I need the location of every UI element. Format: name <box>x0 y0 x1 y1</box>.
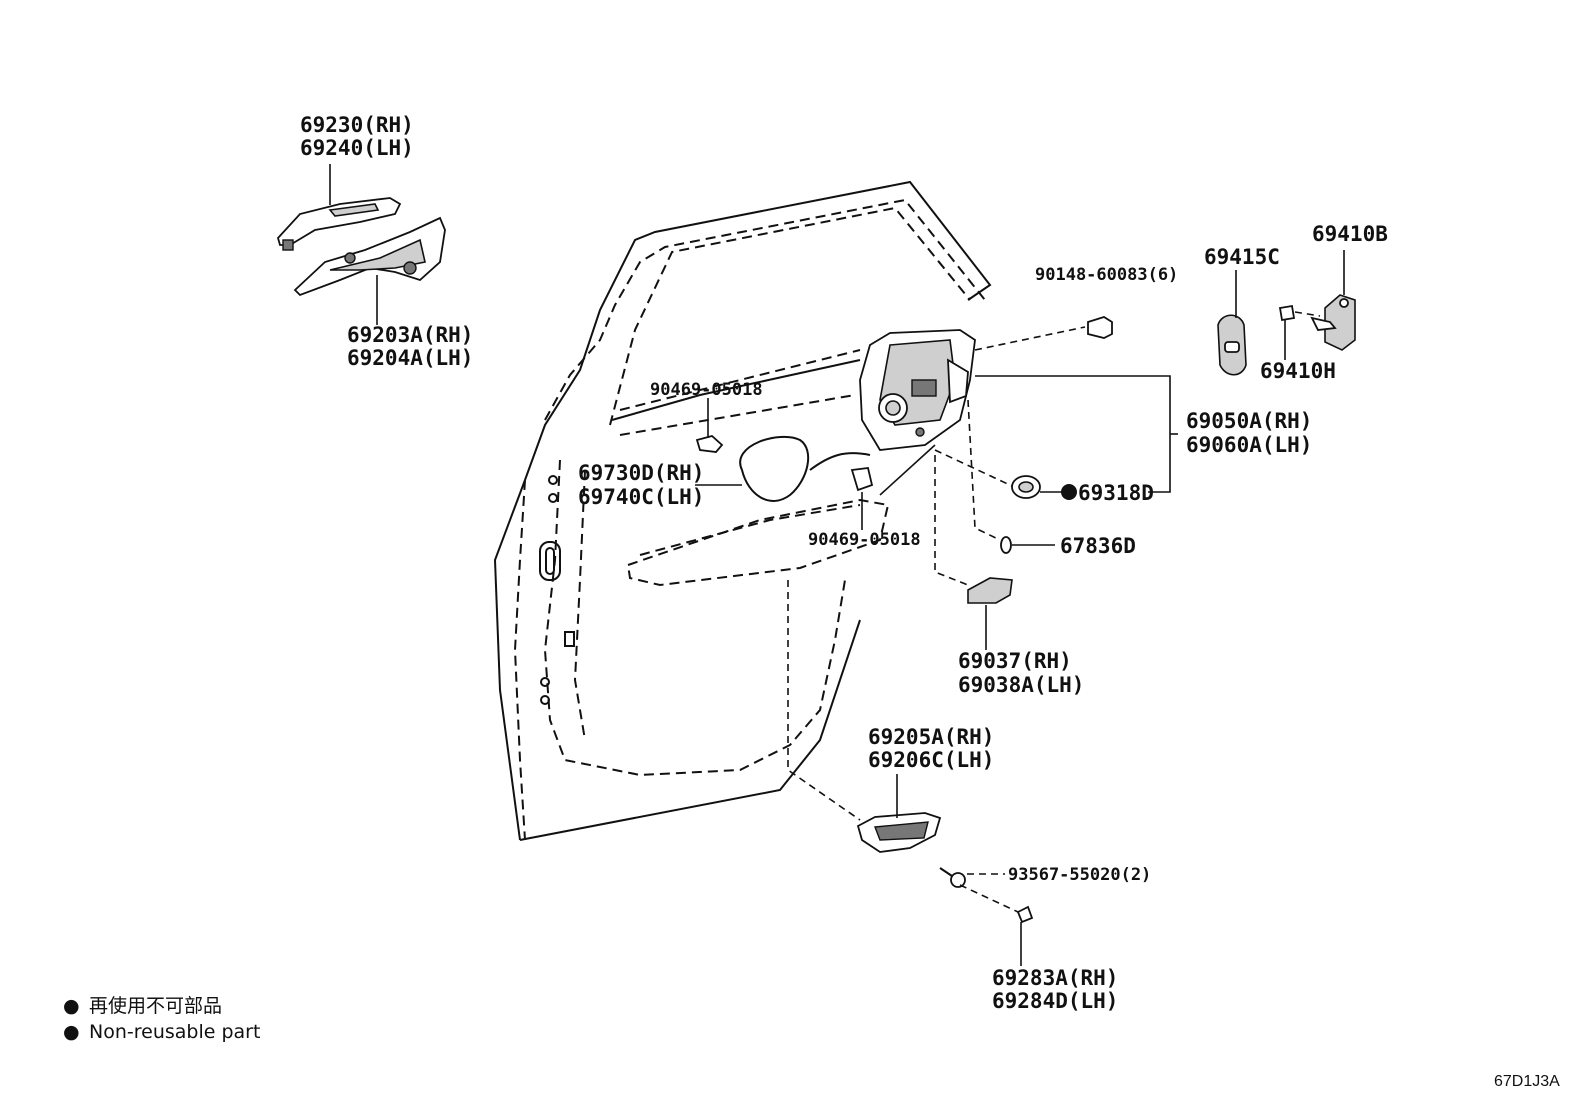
label-handle-frame-rh: 69203A(RH) <box>347 323 473 347</box>
label-cover: 69415C <box>1204 245 1280 269</box>
label-striker: 69410B <box>1312 222 1388 246</box>
door-lock-assembly <box>859 329 976 451</box>
leader-lines <box>329 164 1345 966</box>
inner-door-handle <box>856 812 942 853</box>
seal-ring <box>1011 475 1041 499</box>
label-seal-ring: 69318D <box>1078 481 1154 505</box>
non-reusable-marker <box>1061 484 1077 500</box>
legend: ● 再使用不可部品 ● Non-reusable part <box>63 995 260 1043</box>
label-clip-lower: 90469-05018 <box>808 530 921 550</box>
door-panel-outline <box>493 180 992 841</box>
label-outside-handle-lh: 69240(LH) <box>300 136 414 160</box>
label-lock-assy-lh: 69060A(LH) <box>1186 433 1312 457</box>
label-cable-rh: 69730D(RH) <box>578 461 704 485</box>
label-inner-handle-rh: 69205A(RH) <box>868 725 994 749</box>
clip-upper <box>695 435 724 453</box>
label-cap-rh: 69283A(RH) <box>992 966 1118 990</box>
grommet <box>1000 536 1012 554</box>
label-handle-frame-lh: 69204A(LH) <box>347 346 473 370</box>
cover <box>1217 314 1247 376</box>
lock-cable <box>739 435 871 502</box>
outside-door-handle <box>276 197 402 251</box>
label-grommet: 67836D <box>1060 534 1136 558</box>
label-outside-handle-rh: 69230(RH) <box>300 113 414 137</box>
striker <box>1310 294 1356 351</box>
legend-text-en: Non-reusable part <box>89 1021 260 1043</box>
label-lock-assy-rh: 69050A(RH) <box>1186 409 1312 433</box>
clip-lower <box>850 467 874 492</box>
striker-screw <box>1278 304 1296 322</box>
label-striker-screw: 69410H <box>1260 359 1336 383</box>
diagram-code: 67D1J3A <box>1494 1073 1560 1090</box>
label-inner-bracket-lh: 69038A(LH) <box>958 673 1084 697</box>
inner-bracket <box>967 577 1013 604</box>
outside-handle-frame <box>293 216 446 297</box>
legend-marker-1: ● <box>63 995 80 1017</box>
label-inner-handle-lh: 69206C(LH) <box>868 748 994 772</box>
label-clip-upper: 90469-05018 <box>650 380 763 400</box>
label-cap-lh: 69284D(LH) <box>992 989 1118 1013</box>
label-cable-lh: 69740C(LH) <box>578 485 704 509</box>
legend-text-jp: 再使用不可部品 <box>89 995 222 1017</box>
screw-lower <box>939 867 966 888</box>
bolt-top <box>1087 316 1113 339</box>
legend-marker-2: ● <box>63 1021 80 1043</box>
cap <box>1016 905 1034 924</box>
label-bolt-top: 90148-60083(6) <box>1035 265 1178 285</box>
label-inner-bracket-rh: 69037(RH) <box>958 649 1072 673</box>
label-screw-lower: 93567-55020(2) <box>1008 865 1151 885</box>
